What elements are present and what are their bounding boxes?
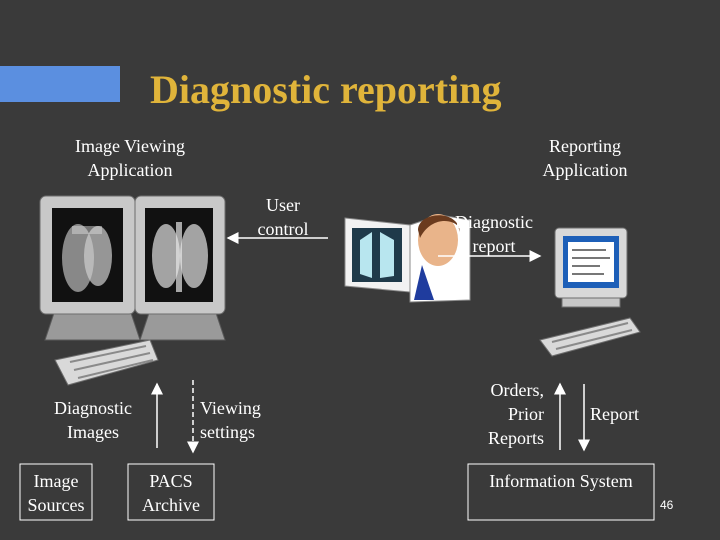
page-title: Diagnostic reporting (150, 67, 502, 112)
pacs-archive-box (127, 463, 215, 521)
report-label: Report (590, 404, 639, 424)
reporting-workstation-icon (539, 227, 641, 357)
slide-number: 46 (660, 498, 674, 512)
information-system-label: Information System (489, 471, 633, 491)
radiologist-icon (344, 214, 471, 303)
information-system-box (467, 463, 655, 521)
viewing-workstation-icon (39, 195, 226, 386)
image-sources-box (19, 463, 93, 521)
title-accent-bar (0, 66, 120, 102)
